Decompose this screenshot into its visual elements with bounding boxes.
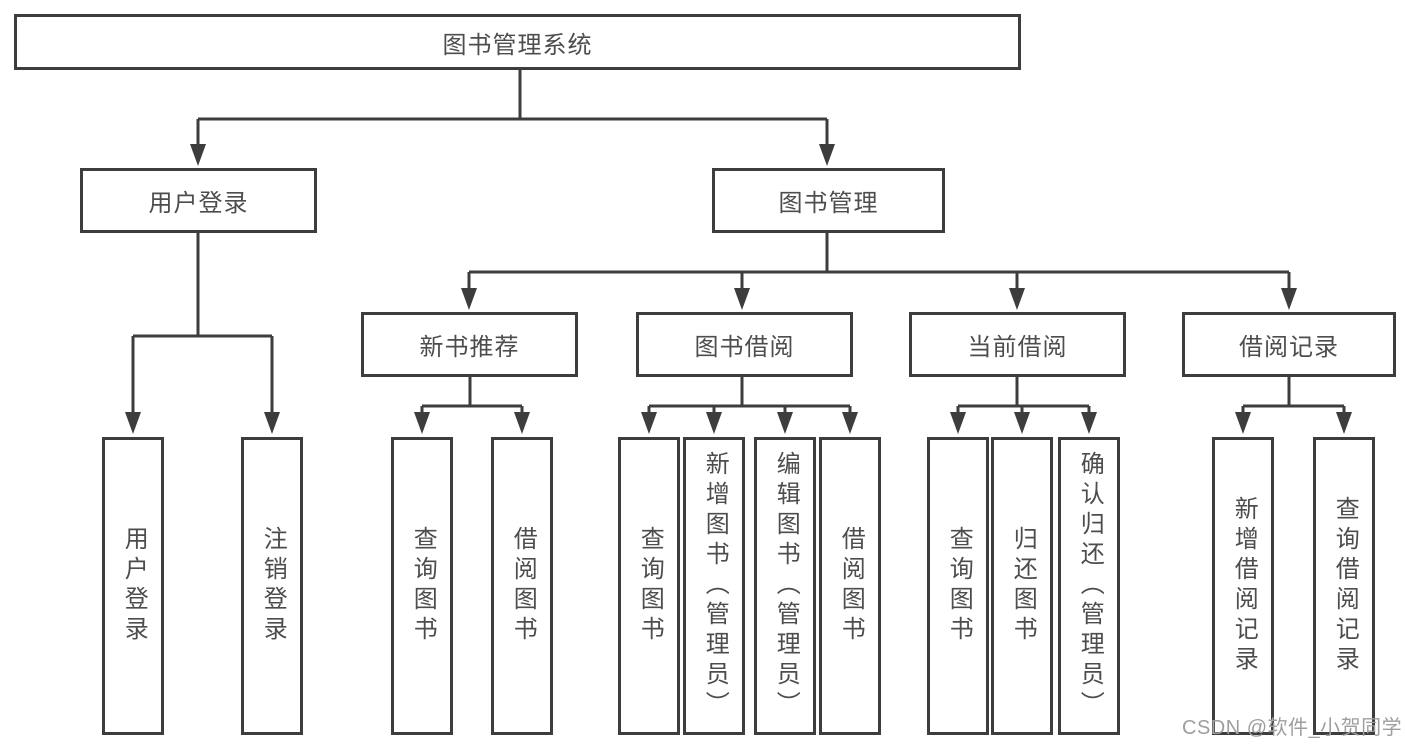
- node-book-borrow-label: 图书借阅: [694, 334, 795, 361]
- node-root: 图书管理系统: [14, 14, 1021, 70]
- node-borrow-records: 借阅记录: [1182, 312, 1396, 377]
- node-user-login-label: 用户登录: [148, 190, 249, 217]
- node-new-book-recommend: 新书推荐: [361, 312, 578, 377]
- leaf-add-borrow-record: 新增借阅记录: [1212, 437, 1274, 735]
- leaf-edit-books-admin: 编辑图书（管理员）: [754, 437, 816, 735]
- connector-user-login-to-leaves: [125, 233, 280, 434]
- leaf-query-books-borrow: 查询图书: [618, 437, 680, 735]
- connector-new-book-recommend-to-leaves: [414, 377, 530, 434]
- leaf-confirm-return-admin: 确认归还（管理员）: [1058, 437, 1120, 735]
- node-new-book-recommend-label: 新书推荐: [419, 334, 520, 361]
- leaf-add-books-admin: 新增图书（管理员）: [683, 437, 745, 735]
- leaf-query-books-current: 查询图书: [927, 437, 989, 735]
- node-current-borrow: 当前借阅: [909, 312, 1126, 377]
- node-root-label: 图书管理系统: [442, 31, 593, 59]
- node-book-management-label: 图书管理: [778, 190, 879, 217]
- node-user-login: 用户登录: [80, 168, 317, 233]
- leaf-return-books: 归还图书: [991, 437, 1053, 735]
- leaf-query-books-recommend: 查询图书: [391, 437, 453, 735]
- leaf-borrow-books: 借阅图书: [819, 437, 881, 735]
- connector-current-borrow-to-leaves: [950, 377, 1097, 434]
- node-book-management: 图书管理: [712, 168, 945, 233]
- connector-root-to-level2: [190, 70, 835, 166]
- leaf-borrow-books-recommend: 借阅图书: [491, 437, 553, 735]
- connector-book-borrow-to-leaves: [641, 377, 858, 434]
- leaf-user-login: 用户登录: [102, 437, 164, 735]
- node-borrow-records-label: 借阅记录: [1239, 334, 1339, 361]
- watermark-text: CSDN @软件_小贺同学: [1182, 717, 1403, 739]
- connector-borrow-records-to-leaves: [1235, 377, 1352, 434]
- node-current-borrow-label: 当前借阅: [967, 334, 1068, 361]
- leaf-query-borrow-record: 查询借阅记录: [1313, 437, 1375, 735]
- connector-book-management-to-level3: [461, 233, 1297, 310]
- node-book-borrow: 图书借阅: [636, 312, 853, 377]
- leaf-logout-login: 注销登录: [241, 437, 303, 735]
